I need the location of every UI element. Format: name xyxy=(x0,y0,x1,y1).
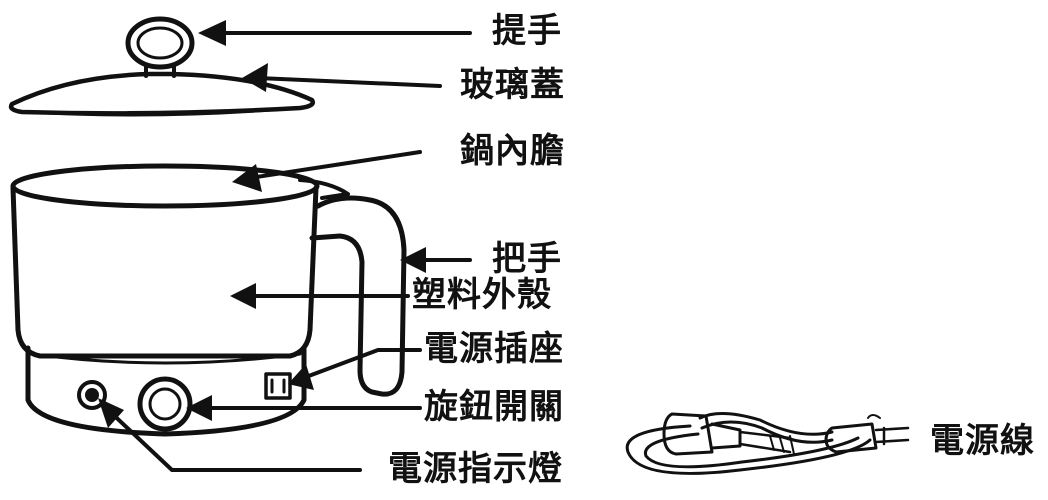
arrow-head-side-handle xyxy=(400,247,426,273)
label-inner-pot: 鍋內膽 xyxy=(460,131,565,171)
power-indicator-light xyxy=(77,380,107,410)
leader-line-power-socket xyxy=(296,348,422,382)
pot-shell xyxy=(10,185,319,359)
label-power-indicator: 電源指示燈 xyxy=(388,449,563,489)
arrow-head-plastic-shell xyxy=(230,283,256,309)
label-handle-top: 提手 xyxy=(492,11,562,51)
pot-base-line xyxy=(30,352,302,365)
label-power-socket: 電源插座 xyxy=(424,329,564,369)
label-glass-lid: 玻璃蓋 xyxy=(460,65,565,105)
arrow-head-knob xyxy=(186,395,212,421)
leader-line-inner-pot xyxy=(248,150,422,180)
control-knob xyxy=(137,376,193,432)
pot-spout xyxy=(298,178,350,200)
arrow-head-power-socket xyxy=(288,364,314,390)
power-cord xyxy=(625,412,910,475)
cord-plug xyxy=(824,422,878,454)
arrow-head-power-indicator xyxy=(98,398,124,428)
label-power-cord: 電源線 xyxy=(930,421,1035,461)
label-side-handle: 把手 xyxy=(492,239,562,279)
power-socket xyxy=(264,372,292,400)
glass-lid-rim xyxy=(22,106,302,117)
label-knob: 旋鈕開關 xyxy=(424,387,564,427)
arrow-head-handle-top xyxy=(198,20,226,46)
arrow-head-inner-pot xyxy=(232,164,262,192)
cord-connector xyxy=(662,412,714,456)
side-handle-shape xyxy=(309,195,407,397)
leader-line-power-indicator xyxy=(102,404,362,472)
pot-base-band xyxy=(25,345,307,437)
label-plastic-shell: 塑料外殼 xyxy=(412,275,552,315)
lid-knob-ring xyxy=(125,16,195,70)
pot-rim xyxy=(10,163,320,209)
arrow-head-glass-lid xyxy=(242,63,268,92)
leader-line-glass-lid xyxy=(256,76,442,88)
